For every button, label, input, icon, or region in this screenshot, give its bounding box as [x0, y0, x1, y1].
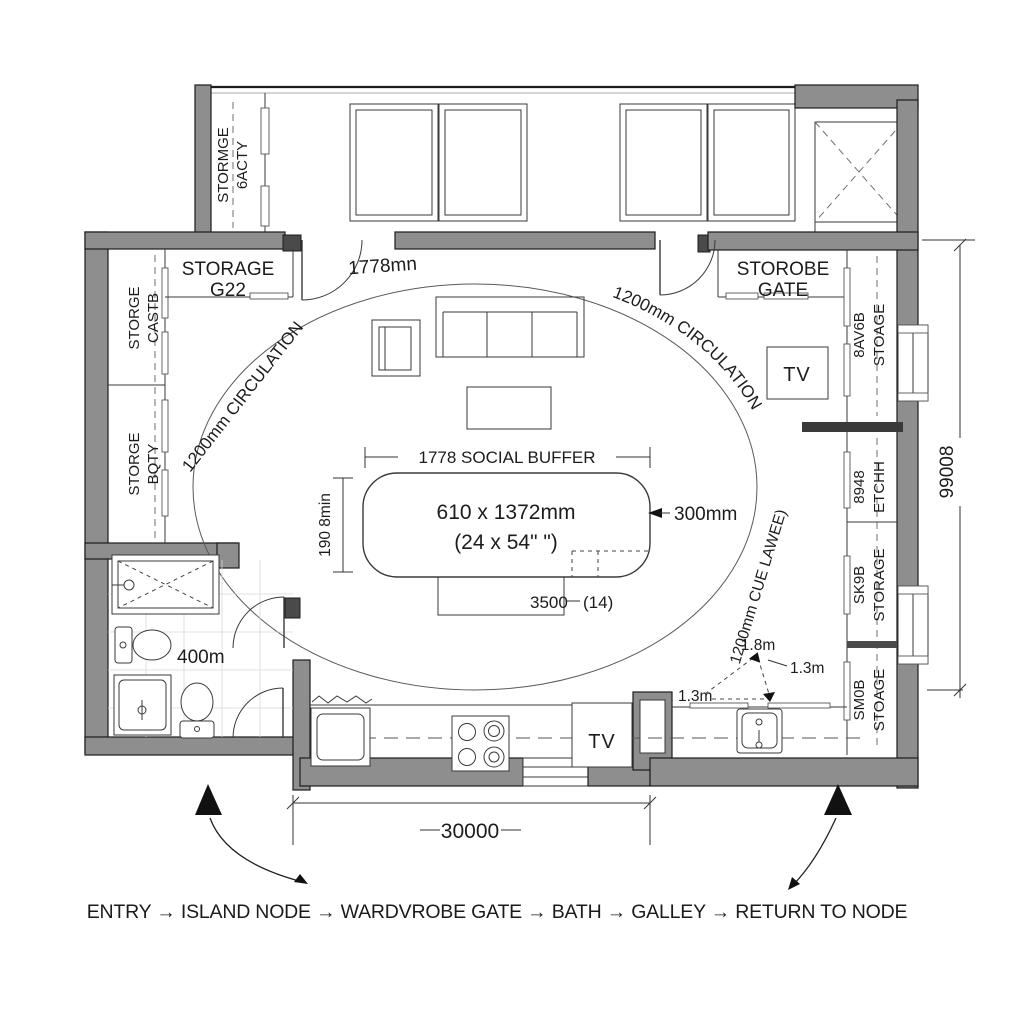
dim-400m: 400m	[177, 647, 225, 668]
galley-kitchen: TV 1.8m 1.3m 1.3m	[310, 637, 865, 772]
circulation-top-label: 1200mm CIRCULATION	[610, 283, 765, 413]
entry-door	[301, 239, 363, 301]
bathtub	[111, 554, 220, 615]
strip-closet-line1: STORMGE	[215, 127, 232, 203]
island-right-dim: 300mm	[674, 504, 737, 525]
island-bench	[437, 576, 565, 616]
right-cell3-line2: SK9B	[851, 566, 868, 604]
flow-arrow-right	[788, 784, 852, 890]
tv-unit-galley: TV	[571, 702, 633, 768]
window-right-lower	[897, 585, 929, 665]
wall-bottom-c	[649, 757, 919, 787]
wall-divider	[847, 641, 897, 648]
left-cell2-line1: STORGE	[126, 432, 143, 495]
toilet	[114, 626, 172, 664]
armchair	[371, 319, 421, 377]
dim-30000: 30000	[441, 820, 499, 843]
door-jamb	[284, 597, 301, 619]
flow-sequence: ENTRY → ISLAND NODE → WARDVROBE GATE → B…	[87, 901, 908, 923]
right-cell1-line1: STOAGE	[871, 304, 888, 366]
strip-closet-label: STORMGE 6ACTY	[215, 127, 251, 203]
dim-1-3m-left: 1.3m	[678, 688, 712, 705]
left-cell2-line2: BQTY	[145, 444, 162, 485]
window-right-upper	[897, 324, 929, 402]
window-band	[349, 103, 796, 222]
dimension-height: 99008	[922, 238, 975, 698]
right-cell2-line2: 8948	[851, 470, 868, 503]
toilet-2	[179, 682, 215, 739]
closet-door-leaf	[260, 107, 270, 155]
kitchen-sink	[310, 695, 373, 767]
wall-divider	[802, 422, 903, 432]
bath-sink	[113, 674, 172, 736]
wall-right	[896, 99, 919, 789]
door-jamb	[282, 234, 302, 252]
kitchen-island: 1778 SOCIAL BUFFER 610 x 1372mm (24 x 54…	[317, 445, 737, 616]
wall-top-right	[794, 84, 919, 109]
bath-door-upper	[232, 596, 285, 649]
wall-top-b	[394, 231, 656, 250]
storage-g22: STORAGE G22	[165, 249, 294, 301]
clearance-triangle: 1.8m 1.3m 1.3m	[678, 637, 824, 705]
wall-bath-step	[216, 542, 240, 569]
wall-top-a	[84, 231, 286, 250]
tv-galley-label: TV	[588, 731, 616, 753]
dim-1-8m: 1.8m	[741, 637, 775, 654]
storobe-gate-line2: GATE	[758, 280, 808, 301]
left-cell1-line1: STORGE	[126, 286, 143, 349]
bath-door-lower	[232, 687, 284, 739]
storage-g22-line2: G22	[210, 280, 246, 301]
dimension-width: 30000	[286, 795, 657, 845]
bathroom: 400m	[108, 554, 293, 739]
wall-top-c	[707, 231, 919, 251]
strip-closet-line2: 6ACTY	[234, 141, 251, 189]
right-cell2-line1: ETCHH	[871, 461, 888, 513]
dim-9008: 99008	[937, 446, 958, 499]
arrow-up-icon	[748, 652, 761, 663]
ref-14: (14)	[583, 593, 613, 612]
circulation-ellipse	[192, 283, 758, 691]
left-storage-column: STORGE CASTB STORGE BQTY	[108, 249, 169, 543]
right-cell1-line2: 8AV6B	[851, 312, 868, 358]
dim-3500: 3500	[530, 593, 568, 612]
dim-1778mn: 1778mn	[348, 254, 418, 280]
right-storage-column: STOAGE 8AV6B ETCHH 8948 STORAGE SK9B STO…	[802, 250, 929, 755]
arrow-left-icon	[648, 508, 662, 518]
wall-strip-left-pillar	[194, 84, 212, 236]
right-cell4-line2: SM0B	[851, 680, 868, 721]
flow-arrow-left	[195, 784, 308, 884]
right-cell3-line1: STORAGE	[871, 548, 888, 621]
wardrobe-strip: STORMGE 6ACTY	[194, 84, 904, 236]
wall-bath-bottom	[84, 736, 301, 756]
gate-door	[659, 239, 716, 296]
arrow-down-icon	[763, 692, 775, 702]
island-size-metric: 610 x 1372mm	[437, 501, 576, 524]
sofa	[435, 296, 585, 358]
left-cell1-line2: CASTB	[145, 293, 162, 343]
stove-icon	[451, 715, 510, 772]
island-left-dim: 190 8min	[317, 493, 334, 557]
galley-sink-right	[736, 708, 783, 754]
dim-1-3m-right: 1.3m	[790, 660, 824, 677]
social-buffer-dim: 1778 SOCIAL BUFFER	[419, 448, 596, 467]
shaft	[814, 121, 904, 233]
island-top	[362, 472, 651, 578]
storobe-gate: STOROBE GATE	[717, 250, 847, 301]
storage-g22-line1: STORAGE	[182, 259, 275, 280]
svg-text:1200mm CIRCULATION: 1200mm CIRCULATION	[610, 283, 765, 413]
closet-door-leaf	[260, 185, 270, 227]
galley-jamb-inset	[639, 699, 666, 754]
right-cell4-line1: STOAGE	[871, 669, 888, 731]
coffee-table	[466, 386, 552, 430]
tv-unit-living: TV	[766, 346, 829, 400]
island-size-imperial: (24 x 54" ")	[454, 531, 558, 554]
wall-left	[84, 231, 109, 754]
storobe-gate-line1: STOROBE	[737, 259, 830, 280]
tv-living-label: TV	[783, 364, 811, 386]
circulation-left-label: 1200mm CIRCULATION	[178, 318, 307, 475]
